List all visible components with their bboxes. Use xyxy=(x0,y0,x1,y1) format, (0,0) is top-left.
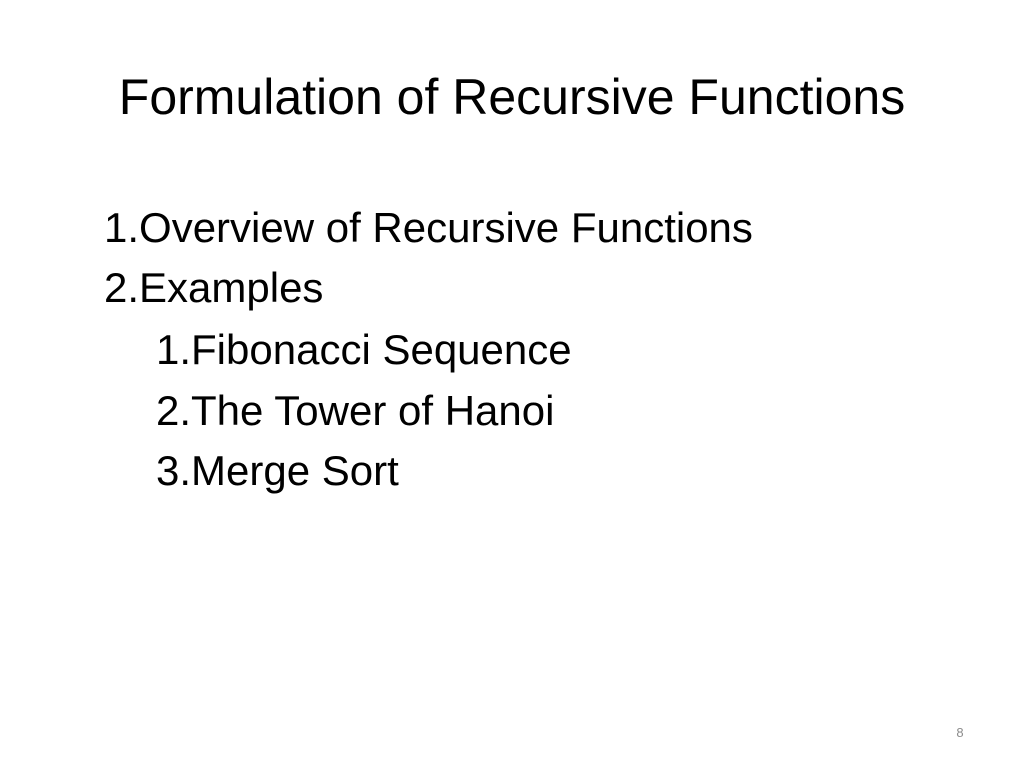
outline-subitem-tower-of-hanoi: 2.The Tower of Hanoi xyxy=(156,387,555,434)
outline-subitem-fibonacci: 1.Fibonacci Sequence xyxy=(156,326,572,373)
outline-subitem-merge-sort: 3.Merge Sort xyxy=(156,447,399,494)
slide-title: Formulation of Recursive Functions xyxy=(118,69,906,125)
outline-item-examples: 2.Examples xyxy=(104,264,324,311)
page-number: 8 xyxy=(956,725,964,740)
outline-item-overview: 1.Overview of Recursive Functions xyxy=(104,204,753,251)
